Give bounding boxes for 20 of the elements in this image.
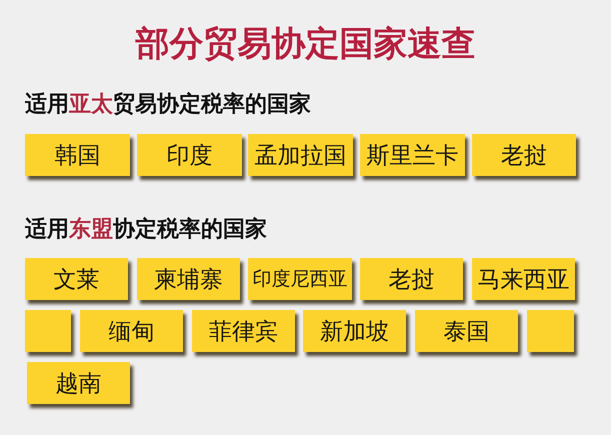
country-tile: 印度	[137, 134, 242, 176]
country-tile: 斯里兰卡	[360, 134, 465, 176]
section-heading: 适用东盟协定税率的国家	[25, 217, 267, 243]
country-tile: 孟加拉国	[248, 134, 353, 176]
blank-tile	[527, 310, 574, 352]
country-tile: 缅甸	[80, 310, 183, 352]
country-tile: 马来西亚	[472, 258, 575, 300]
country-tile: 新加坡	[303, 310, 406, 352]
country-tile: 泰国	[415, 310, 518, 352]
country-tile: 菲律宾	[192, 310, 295, 352]
country-tile: 越南	[27, 362, 130, 404]
country-tile: 老挝	[360, 258, 463, 300]
country-tile: 韩国	[25, 134, 130, 176]
country-tile: 柬埔寨	[137, 258, 240, 300]
page-title: 部分贸易协定国家速查	[136, 24, 476, 64]
country-tile: 印度尼西亚	[248, 258, 352, 300]
section-heading: 适用亚太贸易协定税率的国家	[25, 92, 311, 118]
blank-tile	[25, 310, 71, 352]
country-tile: 文莱	[25, 258, 128, 300]
country-tile: 老挝	[472, 134, 576, 176]
